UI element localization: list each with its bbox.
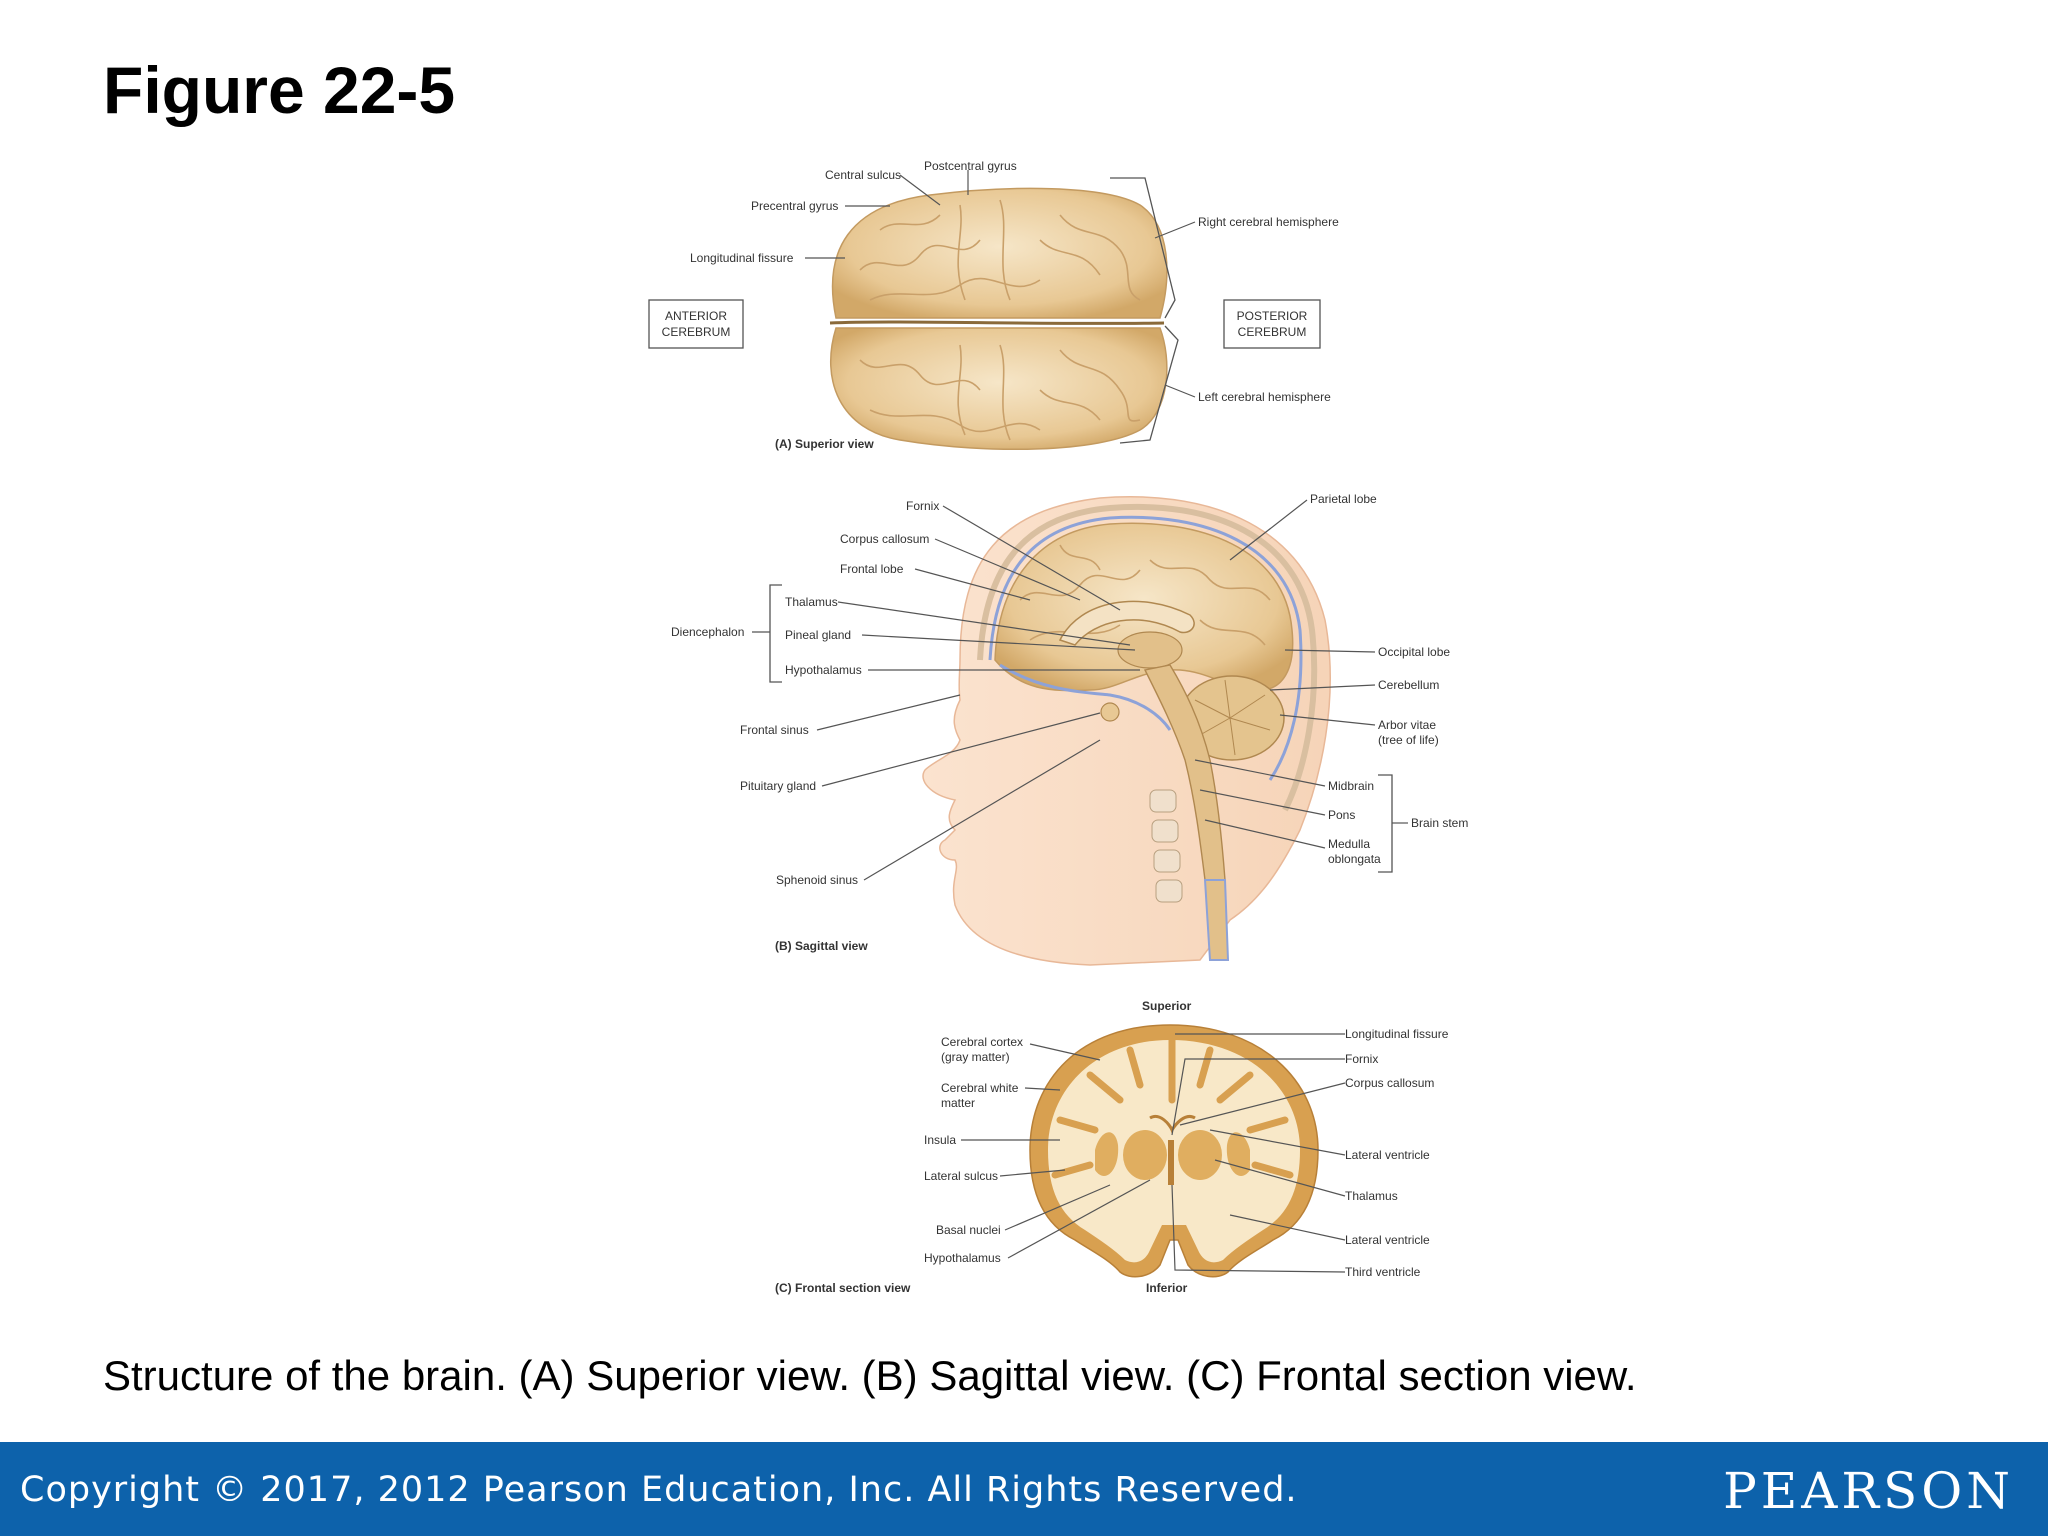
arbor-vitae-pattern xyxy=(1194,679,1271,756)
precentral-gyrus-label: Precentral gyrus xyxy=(751,199,838,213)
hypothalamus-label: Hypothalamus xyxy=(785,663,862,677)
meninges-line xyxy=(988,515,1303,781)
thalamus-left xyxy=(1123,1130,1167,1180)
pons-label: Pons xyxy=(1328,808,1355,822)
anterior-box-line2: CEREBRUM xyxy=(662,325,731,339)
panel-b-caption: (B) Sagittal view xyxy=(775,939,868,953)
lateral-ventricle-label-1: Lateral ventricle xyxy=(1345,1148,1430,1162)
panel-a-caption: (A) Superior view xyxy=(775,437,874,451)
cortex-folds xyxy=(1051,1026,1294,1179)
diencephalon-label: Diencephalon xyxy=(671,625,744,639)
panel-c-frontal-section: Superior Inferior Cerebral cortex (gray … xyxy=(775,999,1449,1295)
panel-b-sagittal-view: Fornix Corpus callosum Frontal lobe Thal… xyxy=(671,492,1468,966)
cerebral-cortex-label-line1: Cerebral cortex xyxy=(941,1035,1023,1049)
occipital-lobe-label: Occipital lobe xyxy=(1378,645,1450,659)
insula-label: Insula xyxy=(924,1133,956,1147)
medulla-label-line1: Medulla xyxy=(1328,837,1370,851)
left-cerebral-hemisphere-shape xyxy=(829,327,1168,451)
footer-bar: Copyright © 2017, 2012 Pearson Education… xyxy=(0,1442,2048,1536)
hypothalamus-c-label: Hypothalamus xyxy=(924,1251,1001,1265)
left-cerebral-hemisphere-label: Left cerebral hemisphere xyxy=(1198,390,1331,404)
panel-a-superior-view: ANTERIOR CEREBRUM POSTERIOR CEREBRUM Pos… xyxy=(648,159,1339,451)
longitudinal-fissure-line xyxy=(829,320,1165,325)
lateral-sulcus-label: Lateral sulcus xyxy=(924,1169,998,1183)
white-matter-label-line2: matter xyxy=(941,1096,975,1110)
cerebellum-label: Cerebellum xyxy=(1378,678,1439,692)
thalamus-label: Thalamus xyxy=(785,595,838,609)
brain-structure-diagram: ANTERIOR CEREBRUM POSTERIOR CEREBRUM Pos… xyxy=(648,159,1468,1295)
thalamus-c-label: Thalamus xyxy=(1345,1189,1398,1203)
pituitary-gland-label: Pituitary gland xyxy=(740,779,816,793)
frontal-lobe-label: Frontal lobe xyxy=(840,562,904,576)
inferior-label: Inferior xyxy=(1146,1281,1188,1295)
third-ventricle-label: Third ventricle xyxy=(1345,1265,1421,1279)
brain-stem-label: Brain stem xyxy=(1411,816,1468,830)
panel-c-caption: (C) Frontal section view xyxy=(775,1281,911,1295)
gyri-pattern xyxy=(859,199,1141,441)
sphenoid-sinus-label: Sphenoid sinus xyxy=(776,873,858,887)
thalamus-right xyxy=(1178,1130,1222,1180)
copyright-text: Copyright © 2017, 2012 Pearson Education… xyxy=(20,1470,1298,1510)
anterior-cerebrum-box xyxy=(648,299,744,349)
basal-nuclei-left xyxy=(1095,1132,1119,1176)
basal-meninges xyxy=(999,663,1172,731)
longitudinal-fissure-c-label: Longitudinal fissure xyxy=(1345,1027,1449,1041)
sagittal-gyri-pattern xyxy=(1019,544,1271,646)
white-matter-label-line1: Cerebral white xyxy=(941,1081,1019,1095)
pearson-logo: PEARSON xyxy=(1723,1462,2014,1520)
lateral-ventricle-shape xyxy=(1149,1115,1196,1134)
pituitary-shape xyxy=(1100,702,1120,722)
posterior-box-line1: POSTERIOR xyxy=(1237,309,1308,323)
right-cerebral-hemisphere-shape xyxy=(831,187,1168,319)
parietal-lobe-label: Parietal lobe xyxy=(1310,492,1377,506)
spinal-cord xyxy=(1203,879,1230,961)
basal-nuclei-label: Basal nuclei xyxy=(936,1223,1001,1237)
posterior-box-line2: CEREBRUM xyxy=(1238,325,1307,339)
corpus-callosum-label: Corpus callosum xyxy=(840,532,929,546)
figure-title: Figure 22-5 xyxy=(103,53,456,127)
arbor-vitae-label-line2: (tree of life) xyxy=(1378,733,1439,747)
fornix-c-label: Fornix xyxy=(1345,1052,1378,1066)
corpus-callosum-arc xyxy=(1058,600,1195,646)
postcentral-gyrus-label: Postcentral gyrus xyxy=(924,159,1017,173)
cerebral-cortex-label-line2: (gray matter) xyxy=(941,1050,1010,1064)
posterior-cerebrum-box xyxy=(1223,299,1321,349)
corpus-callosum-c-label: Corpus callosum xyxy=(1345,1076,1434,1090)
midbrain-label: Midbrain xyxy=(1328,779,1374,793)
frontal-sinus-label: Frontal sinus xyxy=(740,723,809,737)
superior-label: Superior xyxy=(1142,999,1192,1013)
right-cerebral-hemisphere-label: Right cerebral hemisphere xyxy=(1198,215,1339,229)
thalamus-shape xyxy=(1117,631,1183,669)
vertebrae xyxy=(1149,789,1183,903)
medulla-label-line2: oblongata xyxy=(1328,852,1381,866)
central-sulcus-label: Central sulcus xyxy=(825,168,901,182)
lateral-ventricle-label-2: Lateral ventricle xyxy=(1345,1233,1430,1247)
arbor-vitae-label-line1: Arbor vitae xyxy=(1378,718,1436,732)
pineal-gland-label: Pineal gland xyxy=(785,628,851,642)
third-ventricle xyxy=(1168,1140,1174,1185)
figure-caption: Structure of the brain. (A) Superior vie… xyxy=(103,1352,1637,1399)
longitudinal-fissure-label: Longitudinal fissure xyxy=(690,251,794,265)
anterior-box-line1: ANTERIOR xyxy=(665,309,727,323)
fornix-label: Fornix xyxy=(906,499,939,513)
